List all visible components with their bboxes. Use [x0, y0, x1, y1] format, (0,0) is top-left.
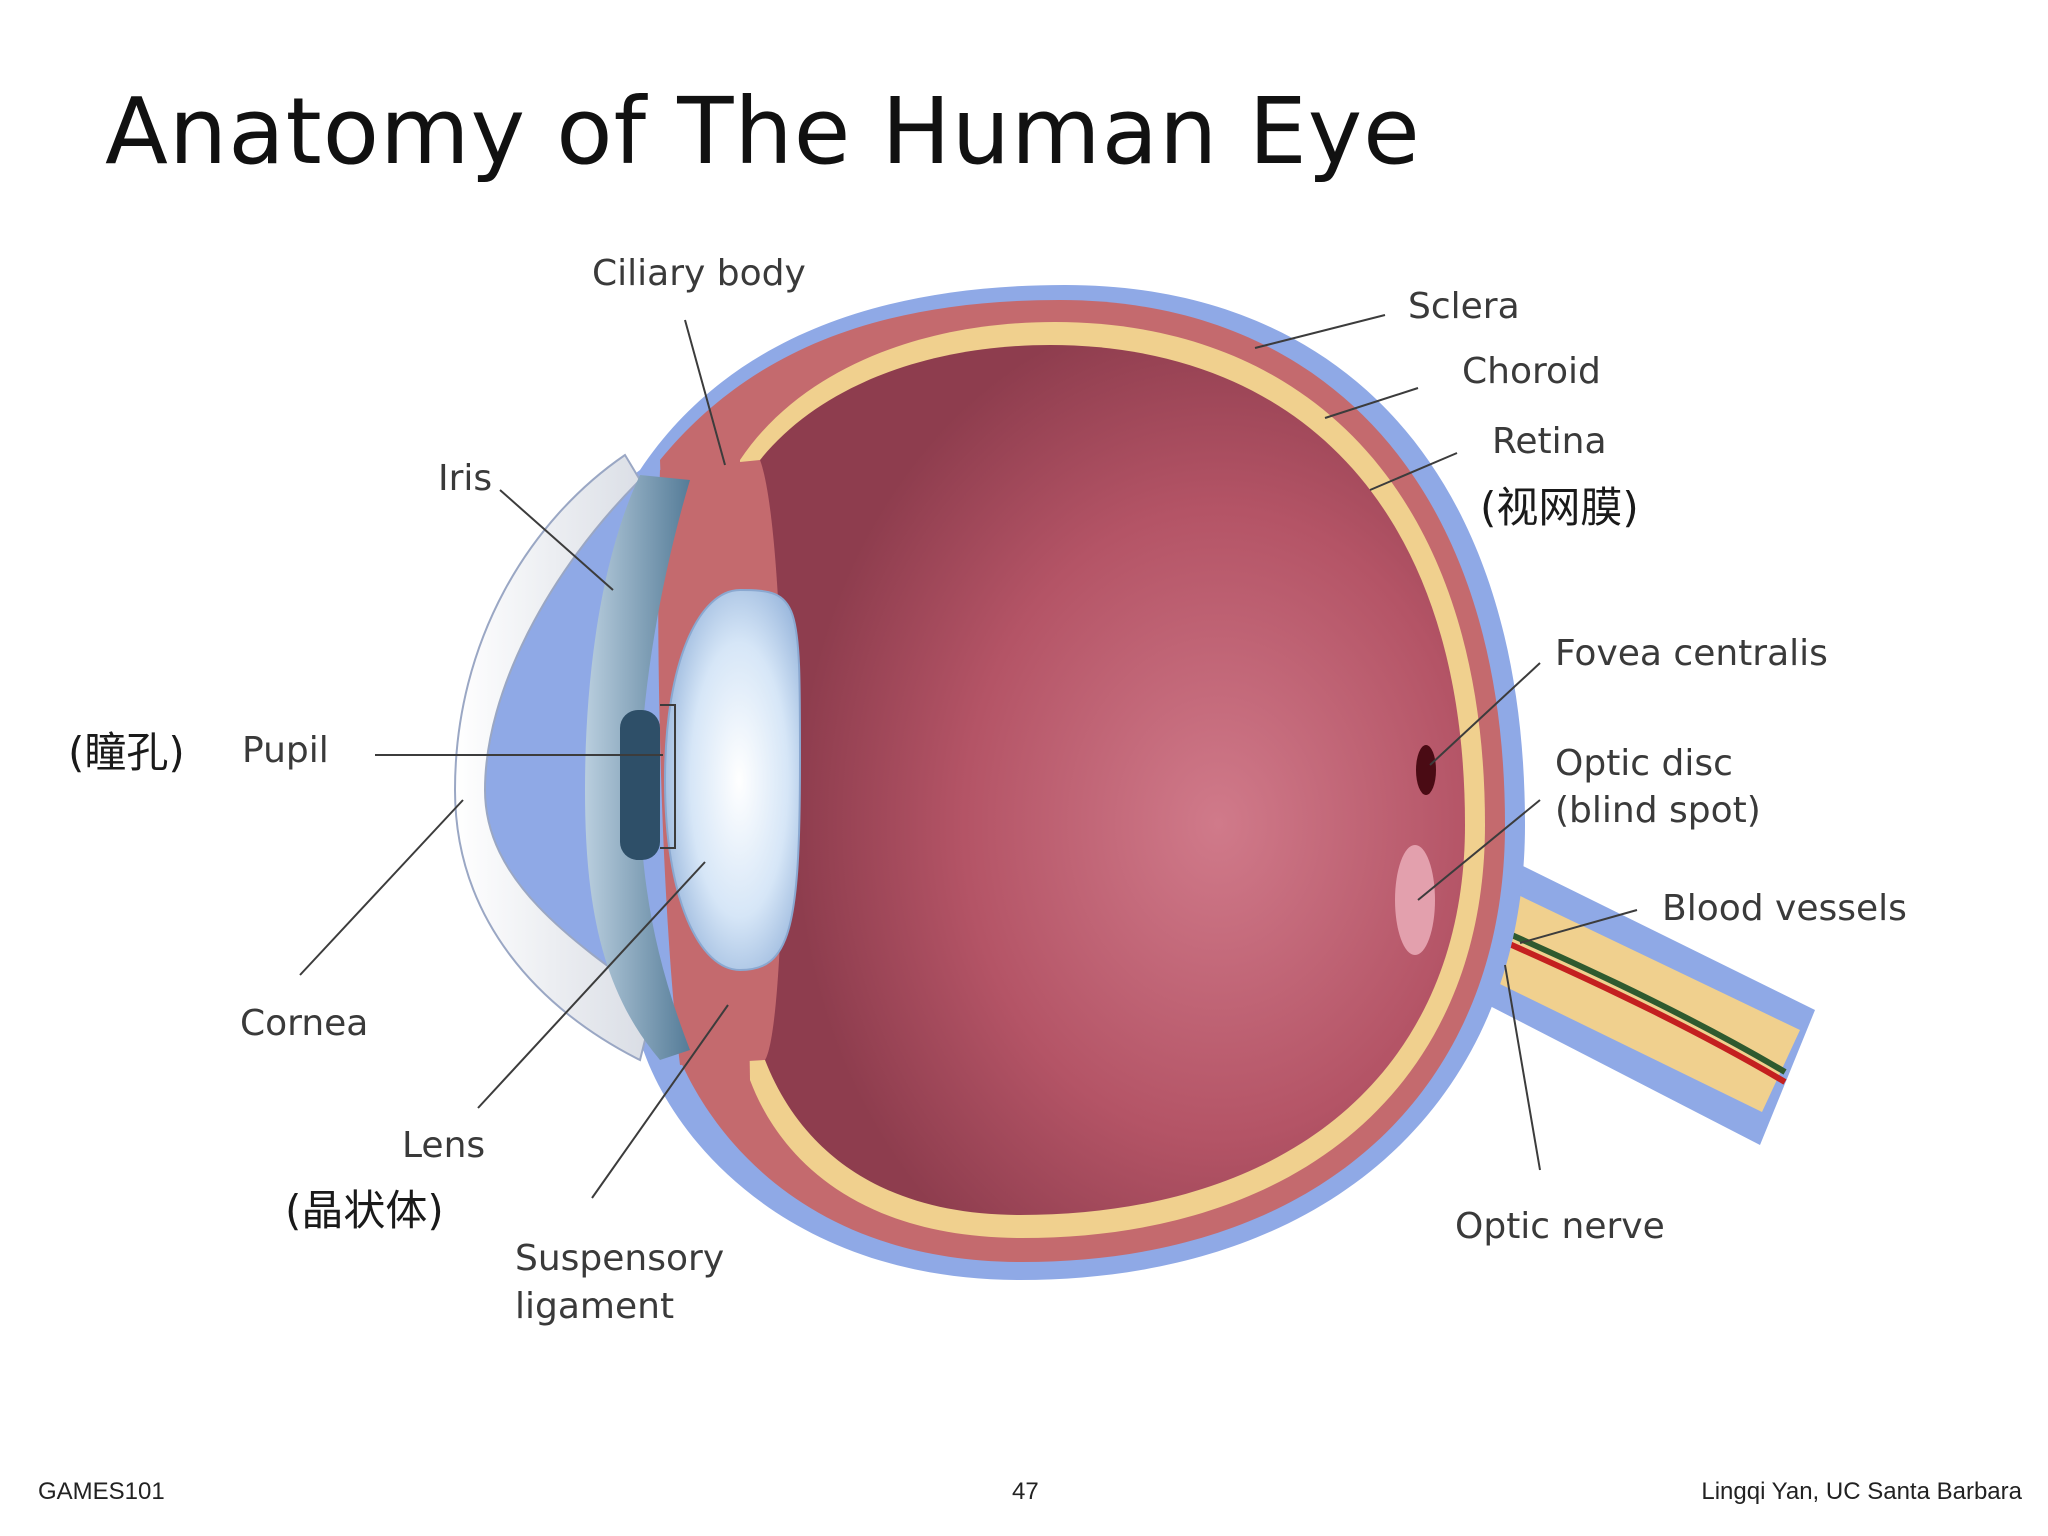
- label-cornea: Cornea: [240, 1003, 368, 1044]
- label-sclera: Sclera: [1408, 286, 1520, 327]
- pupil-shape: [620, 710, 660, 860]
- cornea-shape: [453, 453, 657, 1062]
- label-optic-nerve: Optic nerve: [1455, 1206, 1665, 1247]
- label-suspensory-2: ligament: [515, 1286, 674, 1327]
- slide-title: Anatomy of The Human Eye: [105, 78, 1421, 185]
- label-ciliary-body: Ciliary body: [592, 253, 806, 294]
- label-choroid: Choroid: [1462, 351, 1601, 392]
- footer-author: Lingqi Yan, UC Santa Barbara: [1701, 1478, 2022, 1505]
- footer-page-number: 47: [1012, 1478, 1039, 1505]
- label-iris: Iris: [438, 458, 492, 499]
- footer-course: GAMES101: [38, 1478, 165, 1505]
- lens-shape: [663, 588, 802, 972]
- leader-lines: [299, 314, 1638, 1199]
- label-pupil-cn: (瞳孔): [68, 728, 185, 777]
- label-lens: Lens: [402, 1125, 485, 1166]
- vitreous-body: [760, 345, 1465, 1215]
- label-retina: Retina: [1492, 421, 1607, 462]
- fovea-shape: [1416, 745, 1436, 795]
- label-optic-disc-2: (blind spot): [1555, 790, 1761, 831]
- label-retina-cn: (视网膜): [1480, 483, 1639, 532]
- optic-disc-shape: [1395, 845, 1435, 955]
- label-blood-vessels: Blood vessels: [1662, 888, 1907, 929]
- label-pupil: Pupil: [242, 730, 329, 771]
- label-suspensory-1: Suspensory: [515, 1238, 724, 1279]
- label-lens-cn: (晶状体): [285, 1186, 444, 1235]
- label-fovea-centralis: Fovea centralis: [1555, 633, 1828, 674]
- label-optic-disc-1: Optic disc: [1555, 743, 1733, 784]
